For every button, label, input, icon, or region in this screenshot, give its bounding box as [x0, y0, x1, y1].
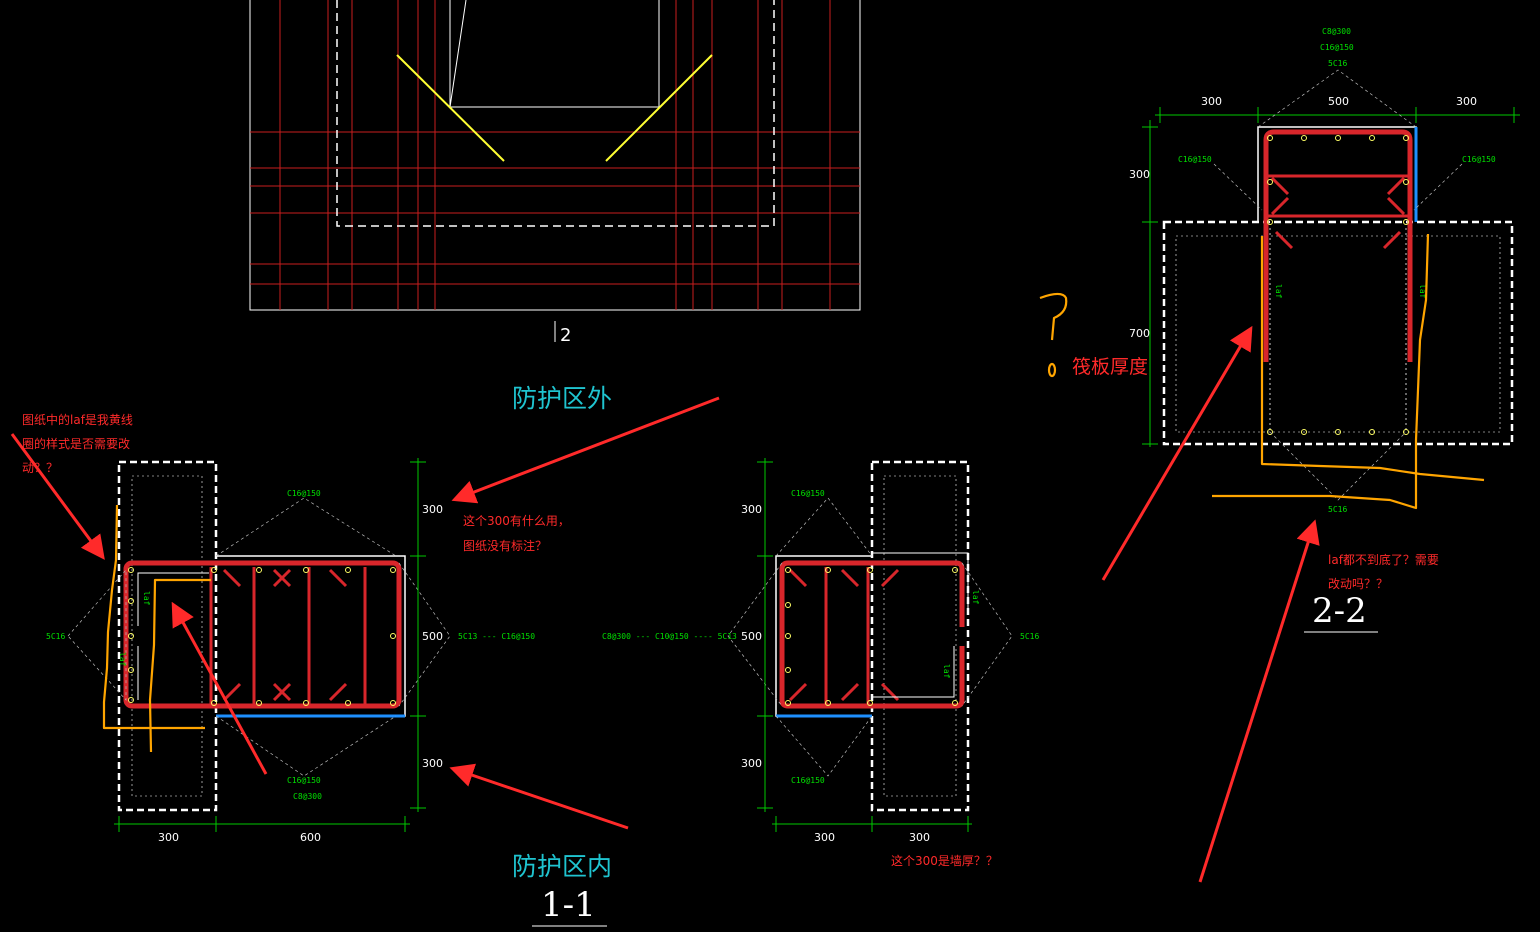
section-title-2-2: 2-2: [1312, 591, 1367, 631]
laf-2-2-right: laf: [1418, 284, 1427, 299]
rebar-mid-left: C8@300 --- C10@150 ---- 5C13: [602, 632, 737, 641]
laf-2-2-left: laf: [1274, 284, 1283, 299]
dim-1-1-top: 300: [422, 503, 443, 516]
annotation-laf-bottom-line2: 改动吗？？: [1328, 577, 1388, 591]
zone-inside-label: 防护区内: [512, 852, 612, 881]
annotation-laf-style-line2: 圈的样式是否需要改: [22, 436, 130, 451]
rebar-1-1-right: 5C13 --- C16@150: [458, 632, 535, 641]
dim-2-2-right: 300: [1456, 95, 1477, 108]
dim-mid-right-width: 300: [909, 831, 930, 844]
dim-mid-bottom: 300: [741, 757, 762, 770]
rebar-2-2-left: C16@150: [1178, 155, 1212, 164]
dim-mid-left-width: 300: [814, 831, 835, 844]
dim-2-2-slab-height: 700: [1129, 327, 1150, 340]
dim-1-1-right-width: 600: [300, 831, 321, 844]
laf-label-bottom: laf: [118, 652, 127, 667]
dim-2-2-left: 300: [1201, 95, 1222, 108]
annotation-laf-style-line1: 图纸中的laf是我黄线: [22, 412, 133, 427]
rebar-1-1-top: C16@150: [287, 489, 321, 498]
rebar-mid-top: C16@150: [791, 489, 825, 498]
laf-mid-bottom: laf: [942, 664, 951, 679]
rebar-mid-right: 5C16: [1020, 632, 1039, 641]
annotation-300-purpose-line1: 这个300有什么用，: [463, 513, 570, 528]
dim-2-2-top-height: 300: [1129, 168, 1150, 181]
rebar-2-2-bottom: 5C16: [1328, 505, 1347, 514]
section-1-1: 防护区外 防护区内 1-1: [46, 384, 612, 927]
rebar-2-2-top3: 5C16: [1328, 59, 1347, 68]
dim-mid-top: 300: [741, 503, 762, 516]
rebar-mid-bottom: C16@150: [791, 776, 825, 785]
laf-mid-top: laf: [971, 590, 980, 605]
zone-outside-label: 防护区外: [512, 384, 612, 413]
dim-2-2-mid: 500: [1328, 95, 1349, 108]
laf-label-top: laf: [142, 591, 151, 606]
dim-1-1-bottom: 300: [422, 757, 443, 770]
raft-thickness-label: 筏板厚度: [1072, 356, 1148, 378]
axis-label: 2: [560, 325, 571, 346]
dim-1-1-left-width: 300: [158, 831, 179, 844]
rebar-1-1-bottom2: C8@300: [293, 792, 322, 801]
annotation-laf-style-line3: 动？？: [22, 461, 58, 475]
dim-1-1-mid: 500: [422, 630, 443, 643]
section-title-1-1: 1-1: [541, 885, 596, 925]
rebar-2-2-right: C16@150: [1462, 155, 1496, 164]
rebar-2-2-top1: C8@300: [1322, 27, 1351, 36]
rebar-1-1-bottom: C16@150: [287, 776, 321, 785]
annotation-laf-bottom-line1: laf都不到底了？需要: [1328, 552, 1439, 567]
rebar-2-2-top2: C16@150: [1320, 43, 1354, 52]
annotation-300-purpose-line2: 图纸没有标注？: [463, 538, 547, 553]
rebar-1-1-left: 5C16: [46, 632, 65, 641]
annotation-wall-300: 这个300是墙厚？？: [891, 853, 998, 868]
section-2-2: C8@300 C16@150 5C16 300 500 300 300 700: [1039, 27, 1520, 633]
section-middle: laf laf 300 500 300 300 300 C16@150 C16@…: [602, 458, 1039, 844]
top-plan-view: 2: [249, 0, 861, 346]
dim-mid-mid: 500: [741, 630, 762, 643]
annotations: 图纸中的laf是我黄线 圈的样式是否需要改 动？？ 这个300有什么用， 图纸没…: [10, 325, 1439, 883]
